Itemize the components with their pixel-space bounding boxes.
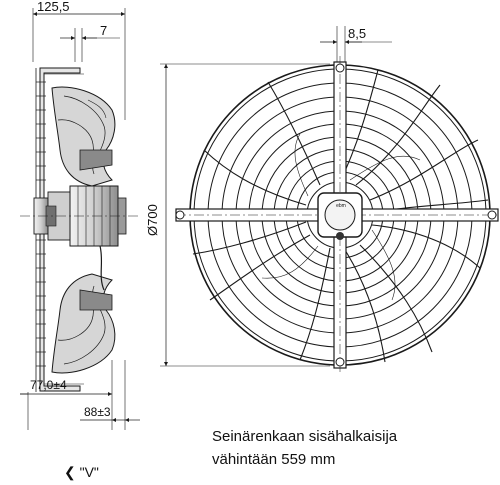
dim-bracket-thickness: 8,5 bbox=[348, 26, 366, 41]
dim-offset-2: 88±3 bbox=[84, 405, 111, 419]
dim-diameter: Ø700 bbox=[145, 204, 160, 236]
hub-logo: ebm bbox=[336, 203, 346, 209]
front-view bbox=[160, 26, 499, 372]
dim-width-total: 125,5 bbox=[37, 0, 70, 14]
dim-guard-depth: 7 bbox=[100, 23, 107, 38]
side-view bbox=[20, 8, 140, 430]
note-line-1: Seinärenkaan sisähalkaisija bbox=[212, 428, 398, 445]
view-label: ❮ "V" bbox=[64, 464, 99, 480]
dim-offset-1: 77,0±4 bbox=[30, 378, 67, 392]
note-line-2: vähintään 559 mm bbox=[212, 451, 336, 468]
